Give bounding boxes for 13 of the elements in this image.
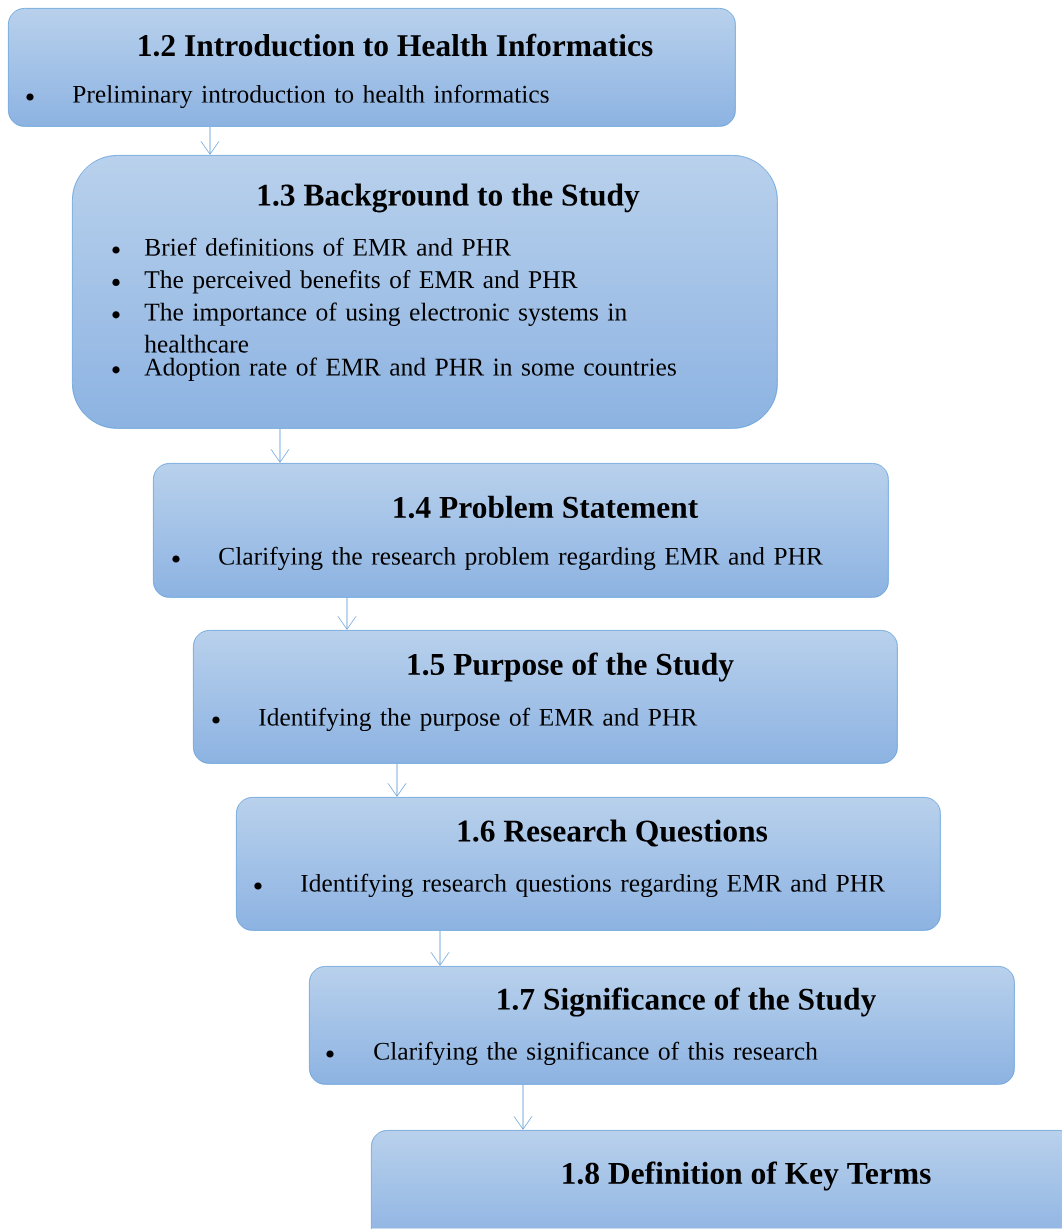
arrow bbox=[387, 763, 407, 797]
process-box: 1.2 Introduction to Health Informatics Preliminary introduction to health informatics bbox=[8, 8, 736, 127]
process-box: 1.8 Definition of Key Terms bbox=[371, 1130, 1062, 1229]
process-box: 1.3 Background to the Study Brief definitions of EMR and PHR The perceived benefits of EMR and PHR The importance of using electronic systems in healthcare Adoption rate of EMR and PHR in some countries bbox=[72, 155, 778, 429]
process-box: 1.4 Problem Statement Clarifying the research problem regarding EMR and PHR bbox=[153, 463, 889, 598]
arrow bbox=[270, 428, 290, 463]
arrow bbox=[200, 126, 220, 155]
process-box: 1.5 Purpose of the Study Identifying the purpose of EMR and PHR bbox=[193, 630, 898, 764]
arrow bbox=[513, 1084, 533, 1130]
process-box: 1.7 Significance of the Study Clarifying the significance of this research bbox=[309, 966, 1015, 1085]
arrow bbox=[337, 597, 357, 630]
process-box: 1.6 Research Questions Identifying research questions regarding EMR and PHR bbox=[236, 797, 941, 931]
arrow bbox=[430, 930, 450, 966]
